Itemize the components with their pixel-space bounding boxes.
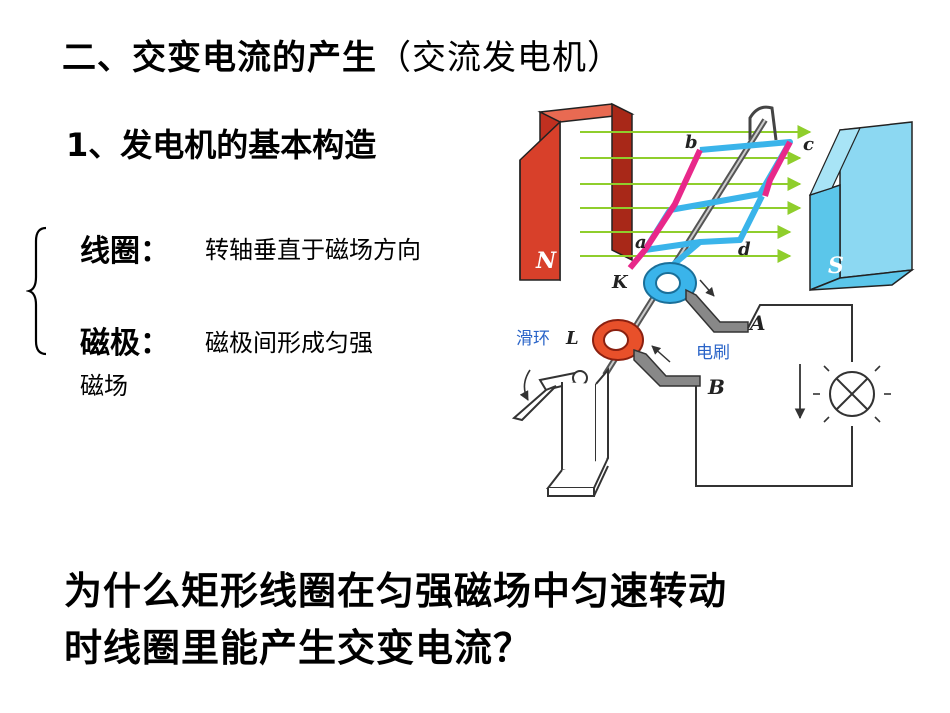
s-pole-magnet: S xyxy=(808,121,915,292)
point-a-label: a xyxy=(635,232,647,253)
section-heading: 1、发电机的基本构造 xyxy=(66,126,377,164)
external-circuit xyxy=(695,304,853,487)
coil-label: 线圈： xyxy=(80,234,170,269)
title-paren: （交流发电机） xyxy=(377,38,622,78)
question-line-1: 为什么矩形线圈在匀强磁场中匀速转动 xyxy=(64,569,728,613)
magnet-label: 磁极： xyxy=(80,326,170,361)
magnet-description: 磁极间形成匀强 xyxy=(205,329,373,357)
title-main: 二、交变电流的产生 xyxy=(62,38,377,78)
slip-ring-label: 滑环 xyxy=(516,329,550,349)
point-c-label: c xyxy=(803,134,814,155)
point-b-label: b xyxy=(685,132,698,153)
slip-ring-l xyxy=(592,319,644,361)
brush-label: 电刷 xyxy=(696,343,730,363)
brush-b xyxy=(633,348,701,387)
bearing-stand xyxy=(545,367,609,497)
left-brace xyxy=(26,226,47,356)
lamp-icon xyxy=(813,355,891,423)
s-pole-label: S xyxy=(828,253,844,279)
coil-description: 转轴垂直于磁场方向 xyxy=(205,236,421,264)
brush-a-label: A xyxy=(748,311,766,335)
rectangular-coil xyxy=(627,139,793,279)
axle-support xyxy=(748,105,778,141)
generator-diagram: N S b c a d K L xyxy=(511,102,915,497)
question-line-2: 时线圈里能产生交变电流？ xyxy=(64,626,533,670)
ring-k-label: K xyxy=(611,272,629,293)
crank-handle xyxy=(511,369,588,422)
page-title: 二、交变电流的产生（交流发电机） xyxy=(62,30,622,79)
ring-l-label: L xyxy=(565,328,579,349)
brush-b-label: B xyxy=(707,375,725,399)
brush-a xyxy=(685,288,749,333)
point-d-label: d xyxy=(738,239,751,260)
n-pole-magnet: N xyxy=(519,102,635,282)
slip-ring-k xyxy=(643,262,697,304)
n-pole-label: N xyxy=(535,248,557,274)
magnet-description-cont: 磁场 xyxy=(80,372,128,400)
